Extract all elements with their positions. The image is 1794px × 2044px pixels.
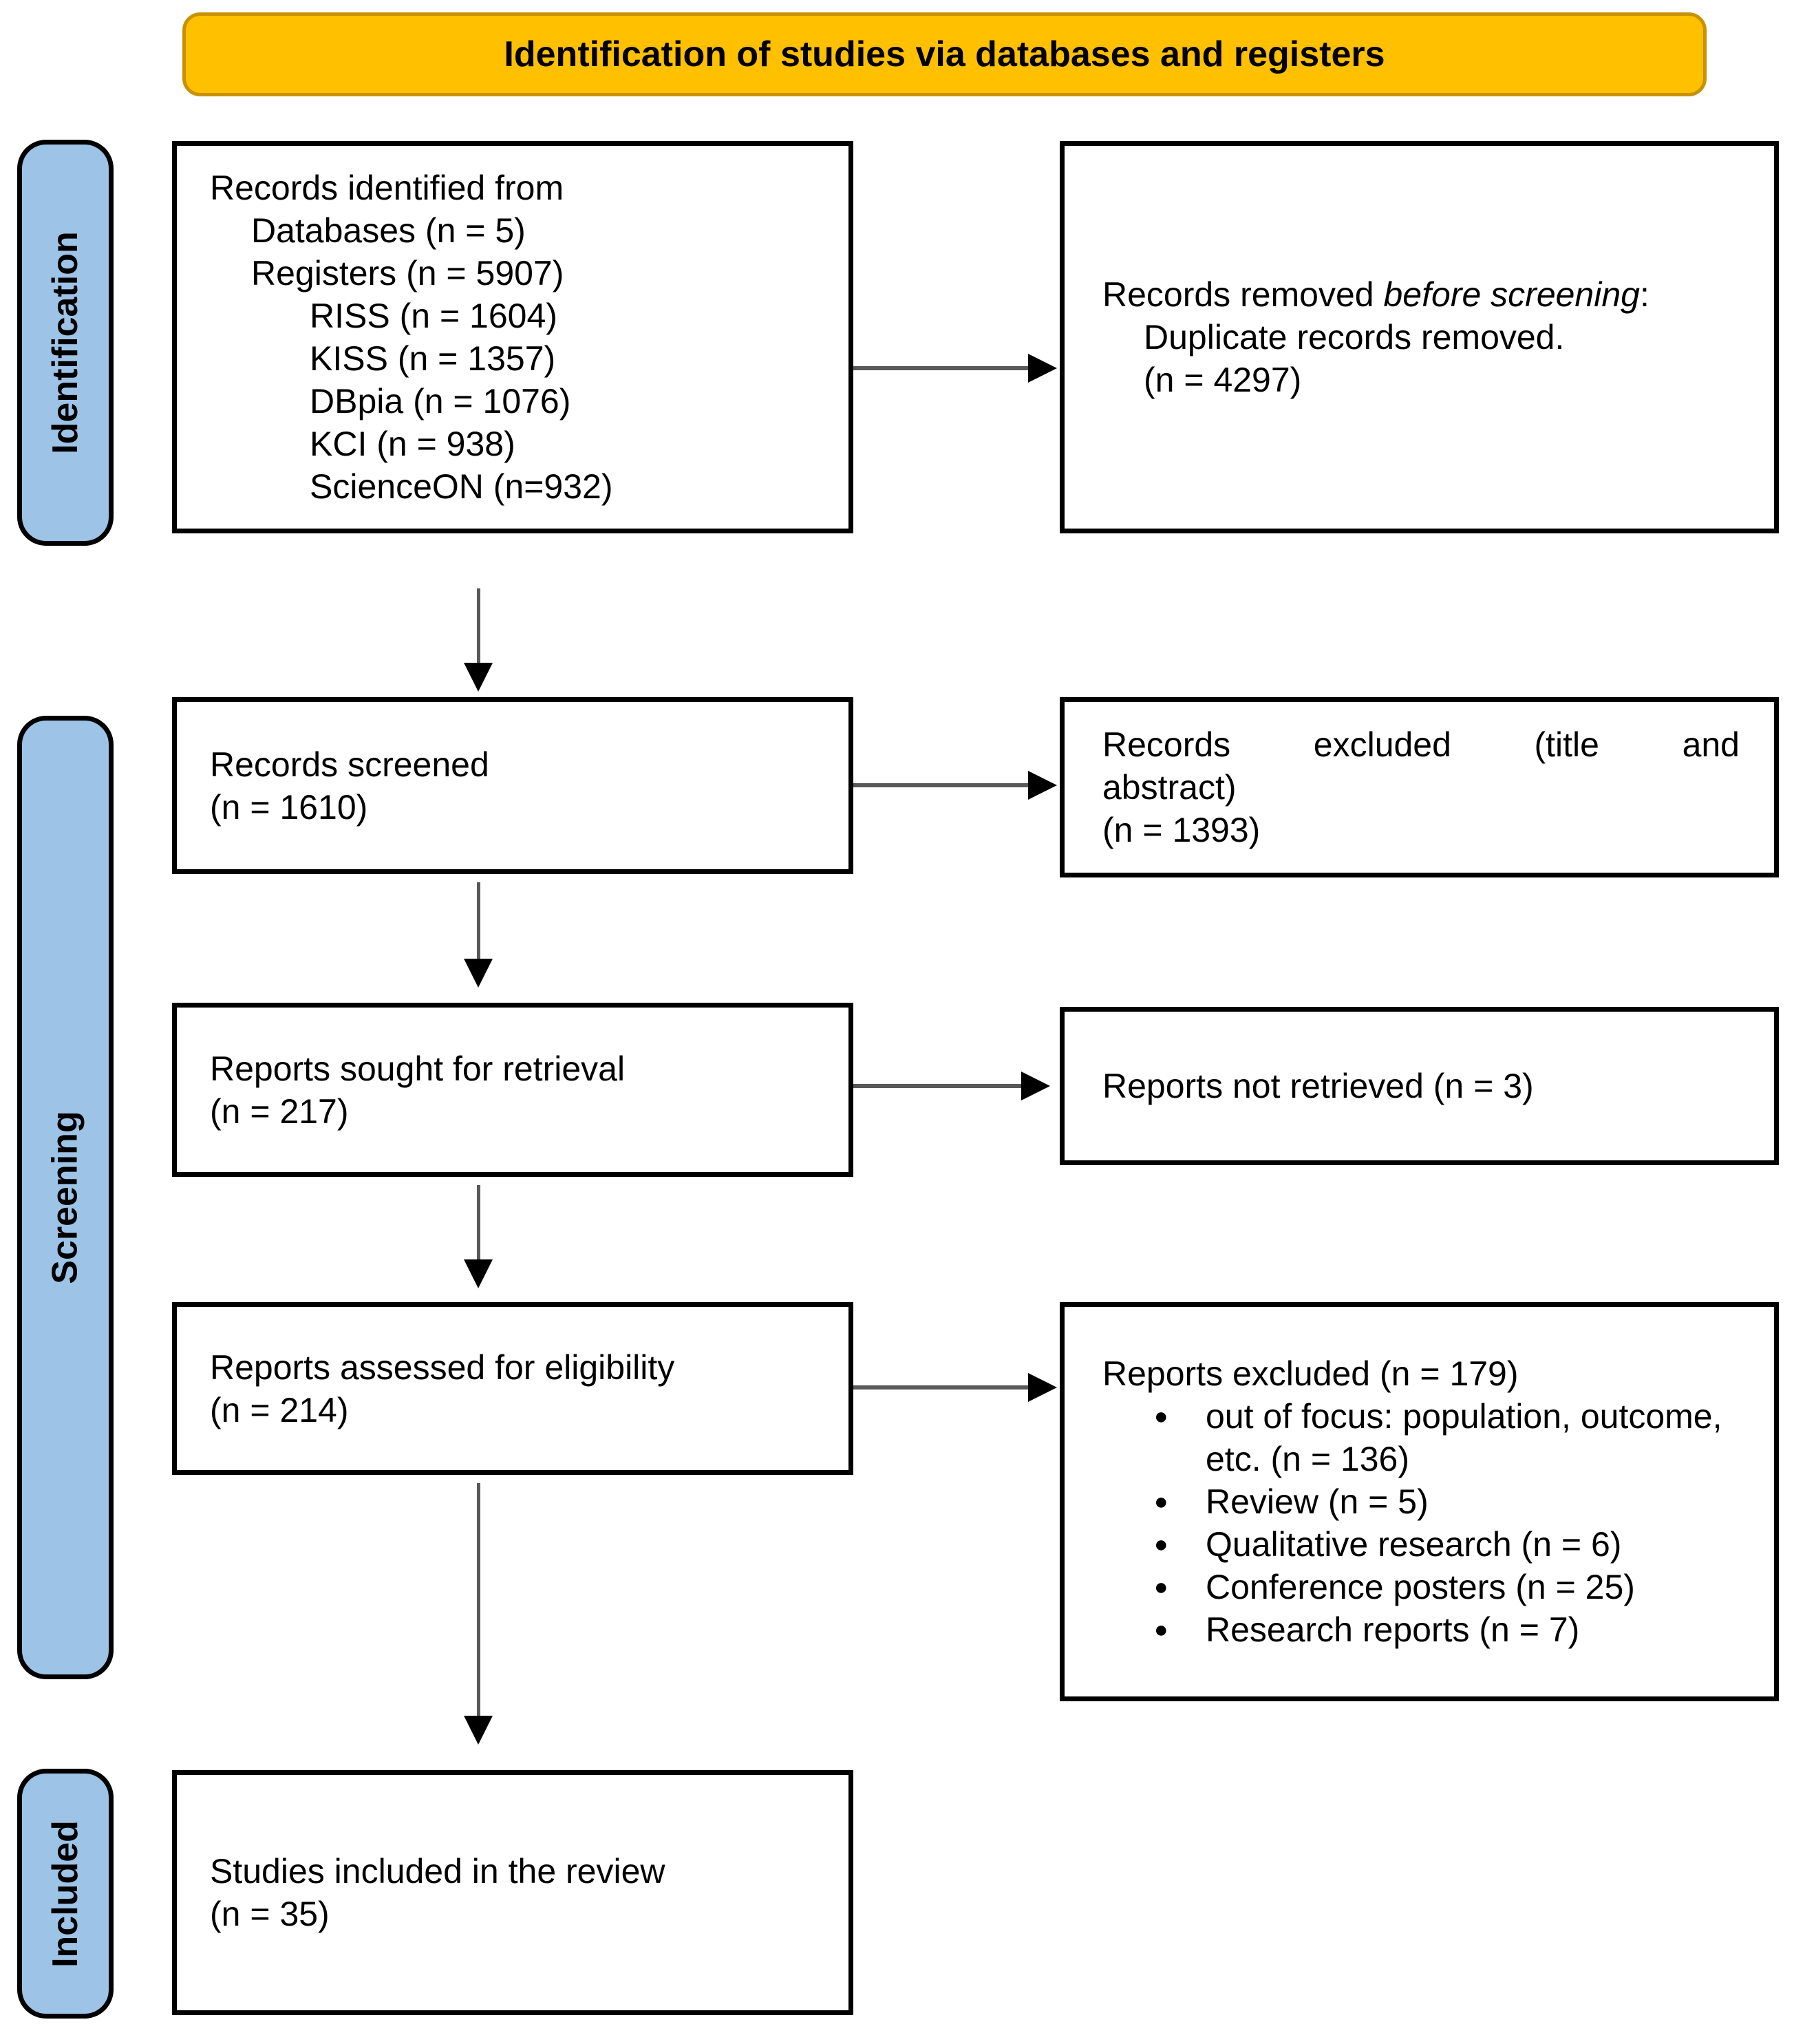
box-records-screened-line: (n = 1610) <box>210 787 368 827</box>
diagram-title: Identification of studies via databases … <box>504 34 1385 74</box>
arrow-down-screened-to-sought <box>477 882 480 960</box>
bullet-icon: ● <box>1154 1403 1168 1429</box>
box-studies-included: Studies included in the review (n = 35) <box>172 1770 853 2015</box>
box-records-identified-line: RISS (n = 1604) <box>310 297 557 335</box>
arrow-down-head-icon <box>464 1716 493 1745</box>
excluded-reason-item: ● Review (n = 5) <box>1102 1480 1747 1523</box>
bullet-icon: ● <box>1154 1489 1168 1515</box>
excluded-reason-item: ● Research reports (n = 7) <box>1102 1608 1747 1651</box>
arrow-down-sought-to-assessed <box>477 1185 480 1261</box>
box-records-identified-line: Databases (n = 5) <box>251 211 526 250</box>
excluded-reason-text: out of focus: population, outcome, etc. … <box>1206 1397 1722 1478</box>
box-reports-assessed-line: Reports assessed for eligibility <box>210 1348 675 1387</box>
box-records-identified-line: DBpia (n = 1076) <box>310 382 571 420</box>
stage-label-screening: Screening <box>45 1111 86 1284</box>
box-records-removed: Records removed before screening: Duplic… <box>1060 141 1779 533</box>
arrow-right-head-icon <box>1028 771 1057 800</box>
excluded-reason-text: Qualitative research (n = 6) <box>1206 1525 1622 1564</box>
excluded-reason-text: Research reports (n = 7) <box>1206 1610 1580 1649</box>
arrow-right-head-icon <box>1028 354 1057 383</box>
box-reports-sought: Reports sought for retrieval (n = 217) <box>172 1003 853 1177</box>
box-records-removed-line: (n = 4297) <box>1144 361 1302 399</box>
stage-bar-screening: Screening <box>17 716 114 1679</box>
box-records-excluded-line: (n = 1393) <box>1102 811 1261 849</box>
box-records-identified: Records identified from Databases (n = 5… <box>172 141 853 533</box>
stage-label-identification: Identification <box>45 231 85 454</box>
arrow-down-head-icon <box>464 663 493 692</box>
box-records-removed-line: Records removed before screening: <box>1102 273 1743 316</box>
arrow-right-identified-to-removed <box>853 366 1029 370</box>
excluded-reason-item: ● Conference posters (n = 25) <box>1102 1566 1747 1608</box>
arrow-down-identified-to-screened <box>477 588 480 664</box>
stage-bar-identification: Identification <box>17 140 114 546</box>
bullet-icon: ● <box>1154 1617 1168 1643</box>
arrow-down-head-icon <box>464 1259 493 1288</box>
excluded-reason-item: ● out of focus: population, outcome, etc… <box>1102 1395 1747 1480</box>
removed-prefix: Records removed <box>1102 275 1384 314</box>
arrow-right-screened-to-excluded <box>853 783 1029 787</box>
box-studies-included-line: Studies included in the review <box>210 1852 665 1891</box>
box-records-screened-line: Records screened <box>210 745 489 784</box>
box-records-identified-line: KISS (n = 1357) <box>310 339 556 378</box>
bullet-icon: ● <box>1154 1531 1168 1557</box>
stage-label-included: Included <box>45 1820 86 1968</box>
box-reports-assessed-line: (n = 214) <box>210 1390 349 1429</box>
removed-suffix: : <box>1639 275 1649 314</box>
arrow-right-assessed-to-reports-excluded <box>853 1385 1029 1390</box>
stage-bar-included: Included <box>17 1769 114 2019</box>
excluded-reason-item: ● Qualitative research (n = 6) <box>1102 1523 1747 1566</box>
box-records-identified-line: ScienceON (n=932) <box>310 467 613 506</box>
box-reports-not-retrieved-line: Reports not retrieved (n = 3) <box>1102 1067 1534 1105</box>
arrow-down-head-icon <box>464 959 493 988</box>
box-records-removed-line: Duplicate records removed. <box>1144 318 1565 356</box>
arrow-right-head-icon <box>1021 1072 1050 1100</box>
box-reports-excluded: Reports excluded (n = 179) ● out of focu… <box>1060 1302 1779 1701</box>
box-records-screened: Records screened (n = 1610) <box>172 697 853 874</box>
arrow-right-head-icon <box>1028 1373 1057 1402</box>
excluded-reason-text: Review (n = 5) <box>1206 1482 1429 1521</box>
box-records-excluded-line: abstract) <box>1102 768 1237 807</box>
removed-italic: before screening <box>1383 275 1640 314</box>
box-studies-included-line: (n = 35) <box>210 1895 330 1933</box>
box-records-identified-line: Records identified from <box>210 169 564 207</box>
bullet-icon: ● <box>1154 1574 1168 1600</box>
box-records-identified-line: KCI (n = 938) <box>310 425 515 463</box>
arrow-right-sought-to-not-retrieved <box>853 1084 1022 1088</box>
box-reports-sought-line: Reports sought for retrieval <box>210 1049 626 1088</box>
box-records-excluded: Records excluded (title and abstract) (n… <box>1060 697 1779 877</box>
arrow-down-assessed-to-included <box>477 1483 480 1717</box>
box-reports-sought-line: (n = 217) <box>210 1092 349 1131</box>
excluded-reason-text: Conference posters (n = 25) <box>1206 1568 1635 1606</box>
diagram-title-banner: Identification of studies via databases … <box>182 12 1707 96</box>
box-records-identified-line: Registers (n = 5907) <box>251 254 564 292</box>
box-reports-assessed: Reports assessed for eligibility (n = 21… <box>172 1302 853 1475</box>
box-records-excluded-line: Records excluded (title and <box>1102 725 1740 764</box>
box-reports-excluded-title: Reports excluded (n = 179) <box>1102 1354 1519 1393</box>
box-reports-not-retrieved: Reports not retrieved (n = 3) <box>1060 1007 1779 1165</box>
